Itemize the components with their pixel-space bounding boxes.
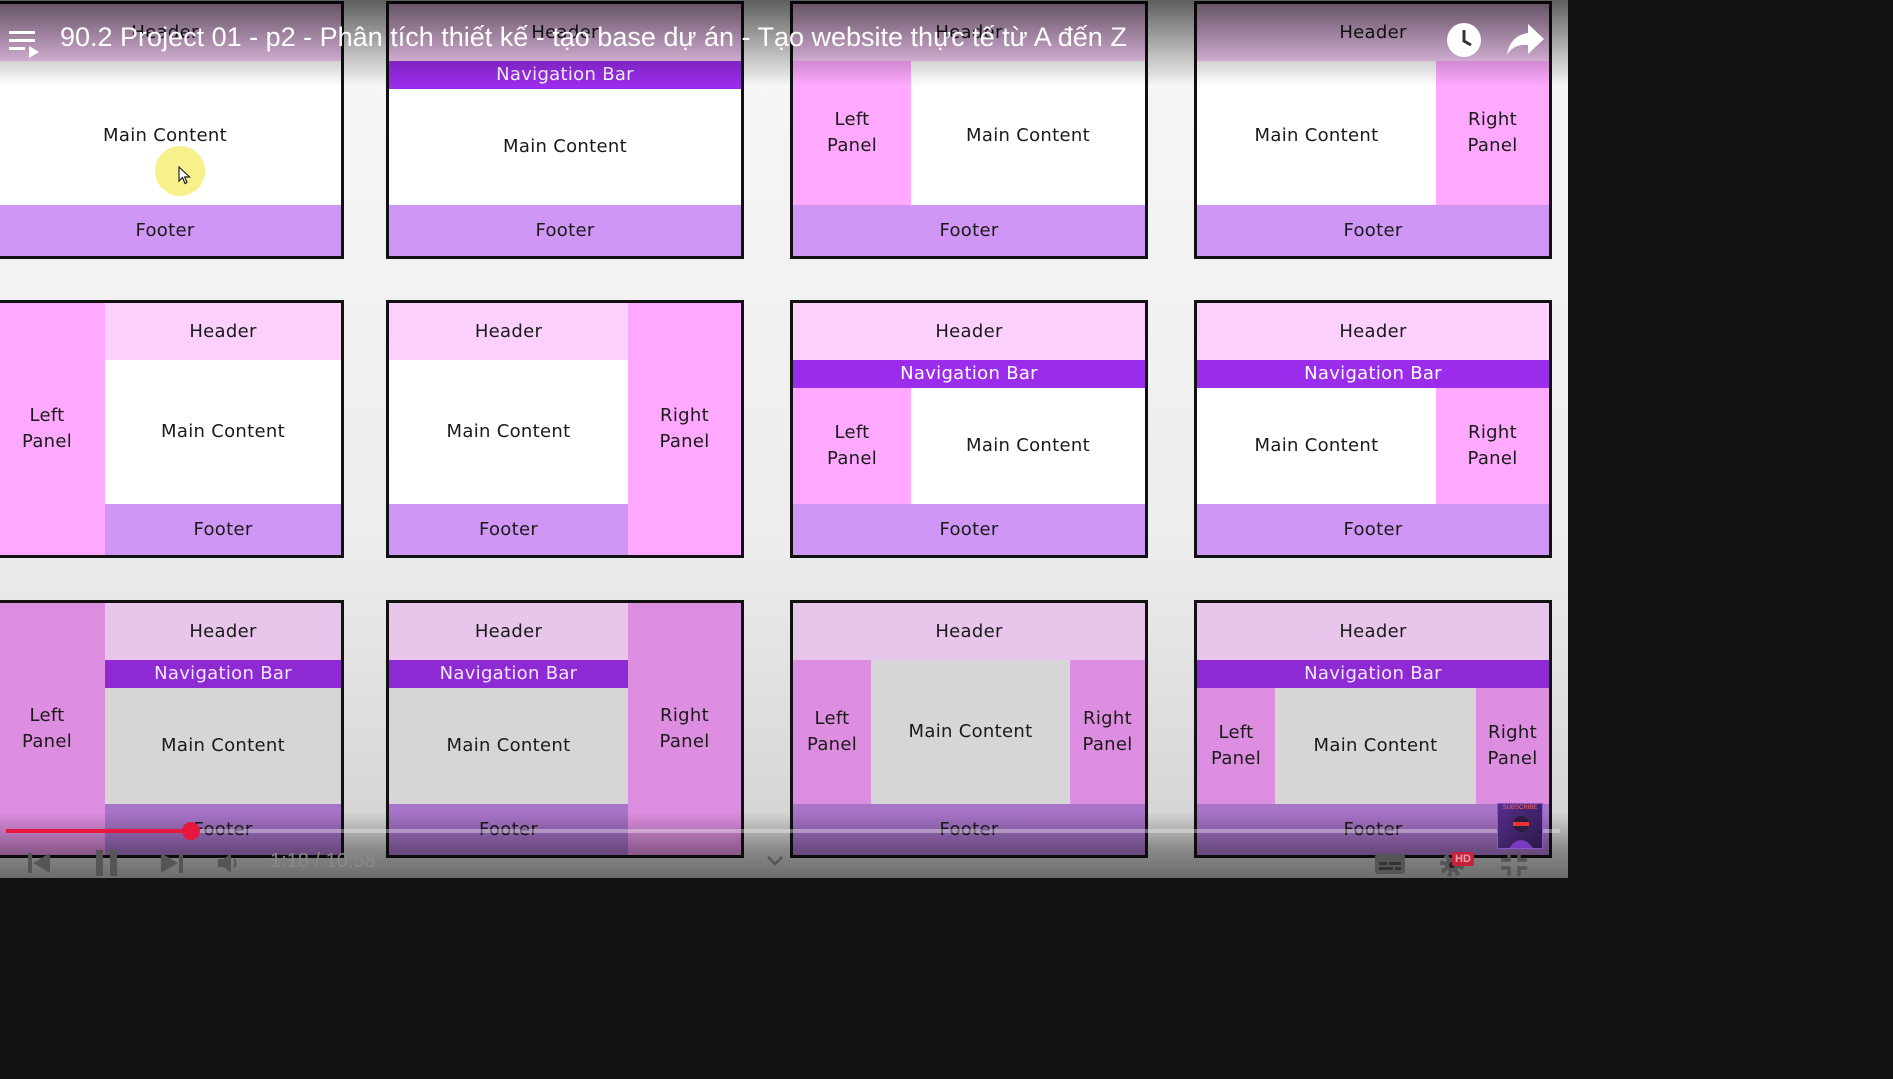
skip-next-icon[interactable] (159, 852, 183, 874)
main-content-block: Main Content (389, 360, 628, 504)
footer-block: Footer (793, 205, 1145, 256)
main-content-block: Main Content (1275, 688, 1476, 804)
layout-card-nav-right-panel: Header Navigation Bar Main Content Right… (1194, 300, 1552, 558)
navigation-bar-block: Navigation Bar (389, 660, 628, 688)
player-top-bar: 90.2 Project 01 - p2 - Phân tích thiết k… (0, 0, 1568, 86)
navigation-bar-block: Navigation Bar (793, 360, 1145, 388)
time-separator: / (308, 850, 326, 872)
channel-avatar-icon (1509, 816, 1533, 848)
captions-icon[interactable] (1374, 853, 1406, 875)
navigation-bar-block: Navigation Bar (105, 660, 341, 688)
navigation-bar-block: Navigation Bar (1197, 360, 1549, 388)
time-total: 10:58 (325, 850, 376, 872)
footer-block: Footer (1197, 205, 1549, 256)
progress-played (6, 829, 191, 833)
share-icon[interactable] (1506, 24, 1546, 56)
main-content-block: Main Content (105, 688, 341, 804)
header-block: Header (389, 303, 628, 360)
player-bottom-edge (0, 878, 1568, 894)
header-block: Header (1197, 603, 1549, 660)
footer-block: Footer (105, 504, 341, 555)
progress-bar[interactable] (6, 822, 1560, 840)
footer-block: Footer (0, 205, 341, 256)
channel-watermark[interactable]: SUBSCRIBE (1497, 803, 1543, 849)
main-content-block: Main Content (1197, 388, 1436, 504)
main-content-block: Main Content (105, 360, 341, 504)
header-block: Header (793, 603, 1145, 660)
exit-fullscreen-icon[interactable] (1500, 851, 1528, 877)
header-block: Header (105, 303, 341, 360)
main-content-block: Main Content (871, 660, 1070, 804)
footer-block: Footer (389, 504, 628, 555)
pause-icon[interactable] (95, 849, 119, 877)
main-content-block: Main Content (389, 688, 628, 804)
navigation-bar-block: Navigation Bar (1197, 660, 1549, 688)
footer-block: Footer (389, 205, 741, 256)
hd-badge: HD (1452, 852, 1474, 866)
main-content-block: Main Content (389, 89, 741, 205)
chevron-down-icon[interactable] (766, 855, 784, 867)
clock-icon[interactable] (1446, 22, 1482, 58)
header-block: Header (105, 603, 341, 660)
mouse-cursor-icon (178, 166, 191, 185)
progress-scrubber[interactable] (181, 822, 200, 840)
footer-block: Footer (1197, 504, 1549, 555)
volume-icon[interactable] (218, 853, 240, 873)
video-title[interactable]: 90.2 Project 01 - p2 - Phân tích thiết k… (60, 22, 1127, 52)
time-current: 1:18 (270, 850, 309, 872)
header-block: Header (389, 603, 628, 660)
video-frame[interactable]: Header Main Content Footer Header Naviga… (0, 0, 1568, 894)
time-display: 1:18 / 10:58 (270, 850, 376, 873)
header-block: Header (1197, 303, 1549, 360)
main-content-block: Main Content (911, 388, 1145, 504)
subscribe-badge: SUBSCRIBE (1502, 805, 1538, 811)
header-block: Header (793, 303, 1145, 360)
playlist-icon[interactable] (9, 29, 43, 59)
footer-block: Footer (793, 504, 1145, 555)
skip-previous-icon[interactable] (28, 852, 52, 874)
